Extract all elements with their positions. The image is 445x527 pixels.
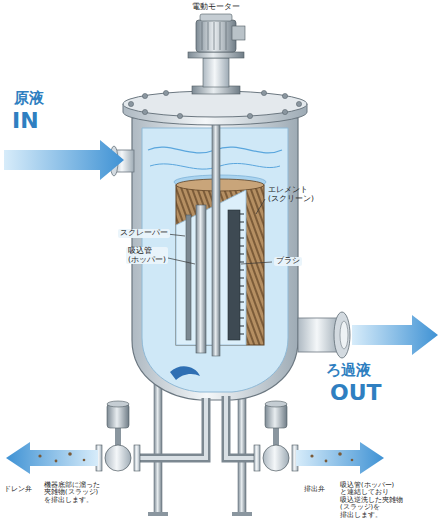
scraper [186, 215, 191, 340]
motor-cap [200, 14, 232, 21]
bolt [142, 109, 147, 114]
screen-cutaway [176, 190, 246, 345]
coupling-housing [203, 58, 229, 87]
terminal-box [232, 26, 245, 40]
particle [310, 454, 313, 457]
bolt [282, 93, 287, 98]
drain-pipe [140, 398, 206, 458]
note: 吸込管(ホッパー)と連結しており 吸込逆洗した夾雑物(スラッジ)を 排出します。 [340, 482, 403, 519]
sludge-swirl [170, 366, 200, 380]
drain-pipe-highlight [140, 398, 206, 458]
bolt [128, 101, 133, 106]
electric-motor [188, 14, 245, 94]
bolt [296, 101, 301, 106]
valve-stem [115, 426, 121, 446]
motor-fins [202, 22, 226, 50]
particle [338, 452, 342, 456]
support-leg [238, 385, 246, 514]
lid-bolts [128, 90, 301, 118]
inflow-arrow [4, 140, 124, 180]
drain-arrow [6, 442, 98, 474]
valve-body [263, 445, 289, 471]
bolt [142, 93, 147, 98]
leg-base [148, 512, 168, 516]
leg-base [232, 512, 252, 516]
leader-line [241, 262, 272, 264]
valve-stem [273, 426, 279, 446]
outflow-arrow [352, 315, 438, 355]
actuator-cap [107, 401, 129, 407]
flow-label: 原液 [14, 90, 44, 107]
bolt [261, 90, 266, 95]
valve-flange [254, 445, 260, 471]
particle [68, 452, 72, 456]
motor-body [196, 20, 236, 52]
part-label: ブラシ [274, 257, 302, 266]
leader-line [168, 258, 195, 264]
lid-top [123, 91, 307, 117]
particle [55, 460, 58, 463]
part-label: 吸込管 (ホッパー) [126, 247, 168, 264]
brush-bristles [240, 214, 244, 334]
flow-label: IN [12, 108, 39, 133]
particle [83, 459, 86, 462]
note: 機器底部に溜った 夾雑物(スラッジ)を排出します。 [44, 482, 100, 504]
outlet-bore [340, 321, 348, 349]
valve-actuator [265, 404, 287, 428]
discharge-valve [254, 401, 298, 471]
valve-body [105, 445, 131, 471]
brush [228, 210, 240, 340]
particle [351, 459, 354, 462]
part-label: スクレーパー [118, 229, 170, 238]
part-label: 排出弁 [304, 485, 325, 493]
flow-label: OUT [330, 380, 382, 405]
valve-actuator [107, 404, 129, 428]
motor-flange [188, 52, 244, 58]
drive-shaft [212, 112, 220, 356]
leader-line [256, 199, 265, 214]
discharge-pipe-highlight [226, 396, 256, 458]
flow-label: ろ過液 [326, 362, 371, 379]
bolt [247, 113, 252, 118]
bolt [177, 113, 182, 118]
part-label: ドレン弁 [4, 485, 32, 493]
particle [325, 460, 328, 463]
discharge-pipe [226, 396, 256, 458]
part-label: エレメント (スクリーン) [268, 186, 314, 203]
discharge-arrow [296, 442, 384, 474]
bolt [163, 90, 168, 95]
bolt [282, 109, 287, 114]
part-label: 電動モーター [192, 2, 240, 11]
leader-lines [167, 199, 272, 264]
valve-flange [134, 445, 140, 471]
outlet-flange [334, 312, 350, 358]
sludge-particles [38, 452, 353, 462]
actuator-cap [265, 401, 287, 407]
particle [38, 454, 41, 457]
drain-valve [96, 401, 140, 471]
support-leg [154, 380, 162, 514]
suction-hopper [196, 205, 206, 353]
